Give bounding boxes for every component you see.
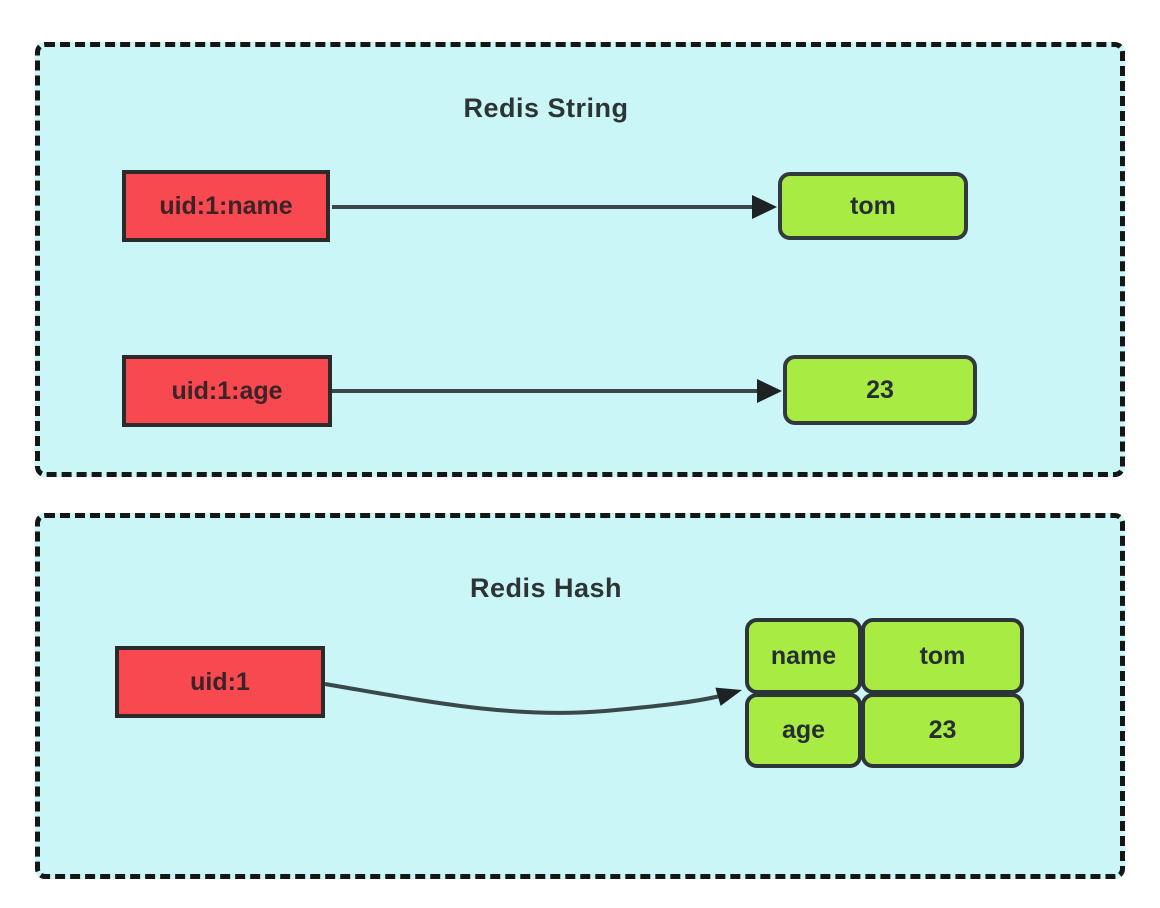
panel-title-redis-string: Redis String [463,93,629,123]
value-box-tom: tom [778,172,968,240]
value-box-23: 23 [783,355,977,425]
hash-cell-field-age: age [745,693,862,768]
hash-cell-field-name: name [745,618,862,694]
panel-title-redis-hash: Redis Hash [469,573,623,603]
key-box-uid-1-name: uid:1:name [122,170,330,242]
key-box-uid-1-age: uid:1:age [122,355,332,427]
hash-cell-value-23: 23 [861,693,1024,768]
key-box-uid-1: uid:1 [115,646,325,718]
hash-cell-value-tom: tom [861,618,1024,694]
